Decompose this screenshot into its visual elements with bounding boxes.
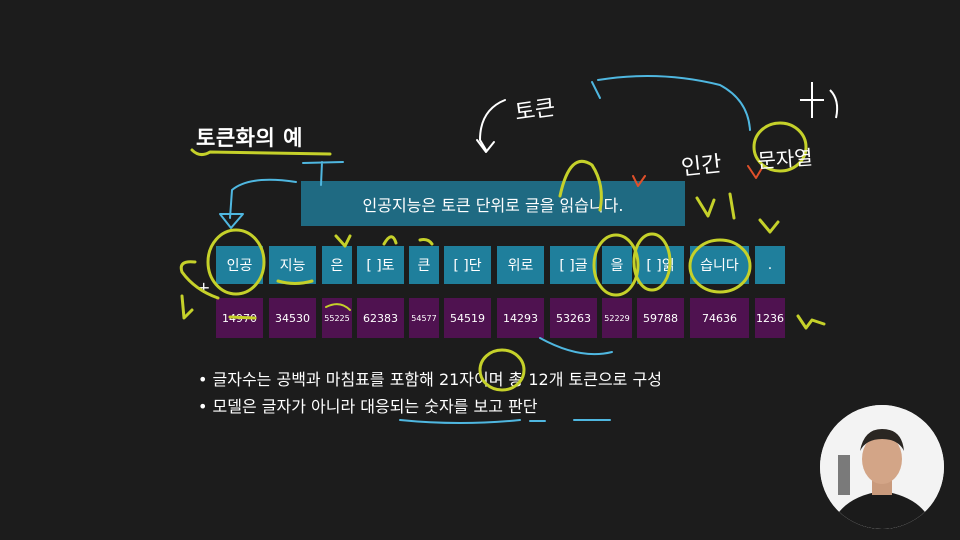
- token-id-box: 1236: [755, 298, 785, 338]
- token-box: 큰: [409, 246, 439, 284]
- token-id-box: 52229: [602, 298, 632, 338]
- token-box: [ ]읽: [637, 246, 684, 284]
- circle-ink: [752, 121, 808, 173]
- bullet-item: • 모델은 글자가 아니라 대응되는 숫자를 보고 판단: [198, 397, 538, 416]
- arrow-ink: [229, 178, 297, 219]
- token-box: 습니다: [690, 246, 749, 284]
- token-box: 을: [602, 246, 632, 284]
- handwriting-string: 문자열: [757, 145, 814, 173]
- token-box: [ ]단: [444, 246, 491, 284]
- token-id-box: 14970: [216, 298, 263, 338]
- token-id-box: 74636: [690, 298, 749, 338]
- token-id-box: 55225: [322, 298, 352, 338]
- token-box: 은: [322, 246, 352, 284]
- sentence-text: 인공지능은 토큰 단위로 글을 읽습니다.: [362, 195, 624, 215]
- token-id-box: 54577: [409, 298, 439, 338]
- bullet-list: • 글자수는 공백과 마침표를 포함해 21자이며 총 12개 토큰으로 구성 …: [198, 366, 662, 420]
- token-id-box: 14293: [497, 298, 544, 338]
- plus-mark: +: [197, 278, 211, 297]
- token-box: .: [755, 246, 785, 284]
- token-id-box: 54519: [444, 298, 491, 338]
- token-id-box: 34530: [269, 298, 316, 338]
- slide-title: 토큰화의 예: [196, 126, 303, 150]
- token-box: [ ]글: [550, 246, 597, 284]
- token-box: 인공: [216, 246, 263, 284]
- bullet-item: • 글자수는 공백과 마침표를 포함해 21자이며 총 12개 토큰으로 구성: [198, 370, 662, 389]
- token-box: 위로: [497, 246, 544, 284]
- presenter-webcam: [820, 405, 944, 529]
- token-box: [ ]토: [357, 246, 404, 284]
- handwriting-token: 토큰: [513, 96, 557, 126]
- sentence-box: 인공지능은 토큰 단위로 글을 읽습니다.: [301, 181, 685, 226]
- token-id-box: 62383: [357, 298, 404, 338]
- handwriting-human: 인간: [680, 152, 723, 181]
- token-id-box: 53263: [550, 298, 597, 338]
- token-id-box: 59788: [637, 298, 684, 338]
- token-box: 지능: [269, 246, 316, 284]
- presenter-avatar-icon: [820, 405, 944, 529]
